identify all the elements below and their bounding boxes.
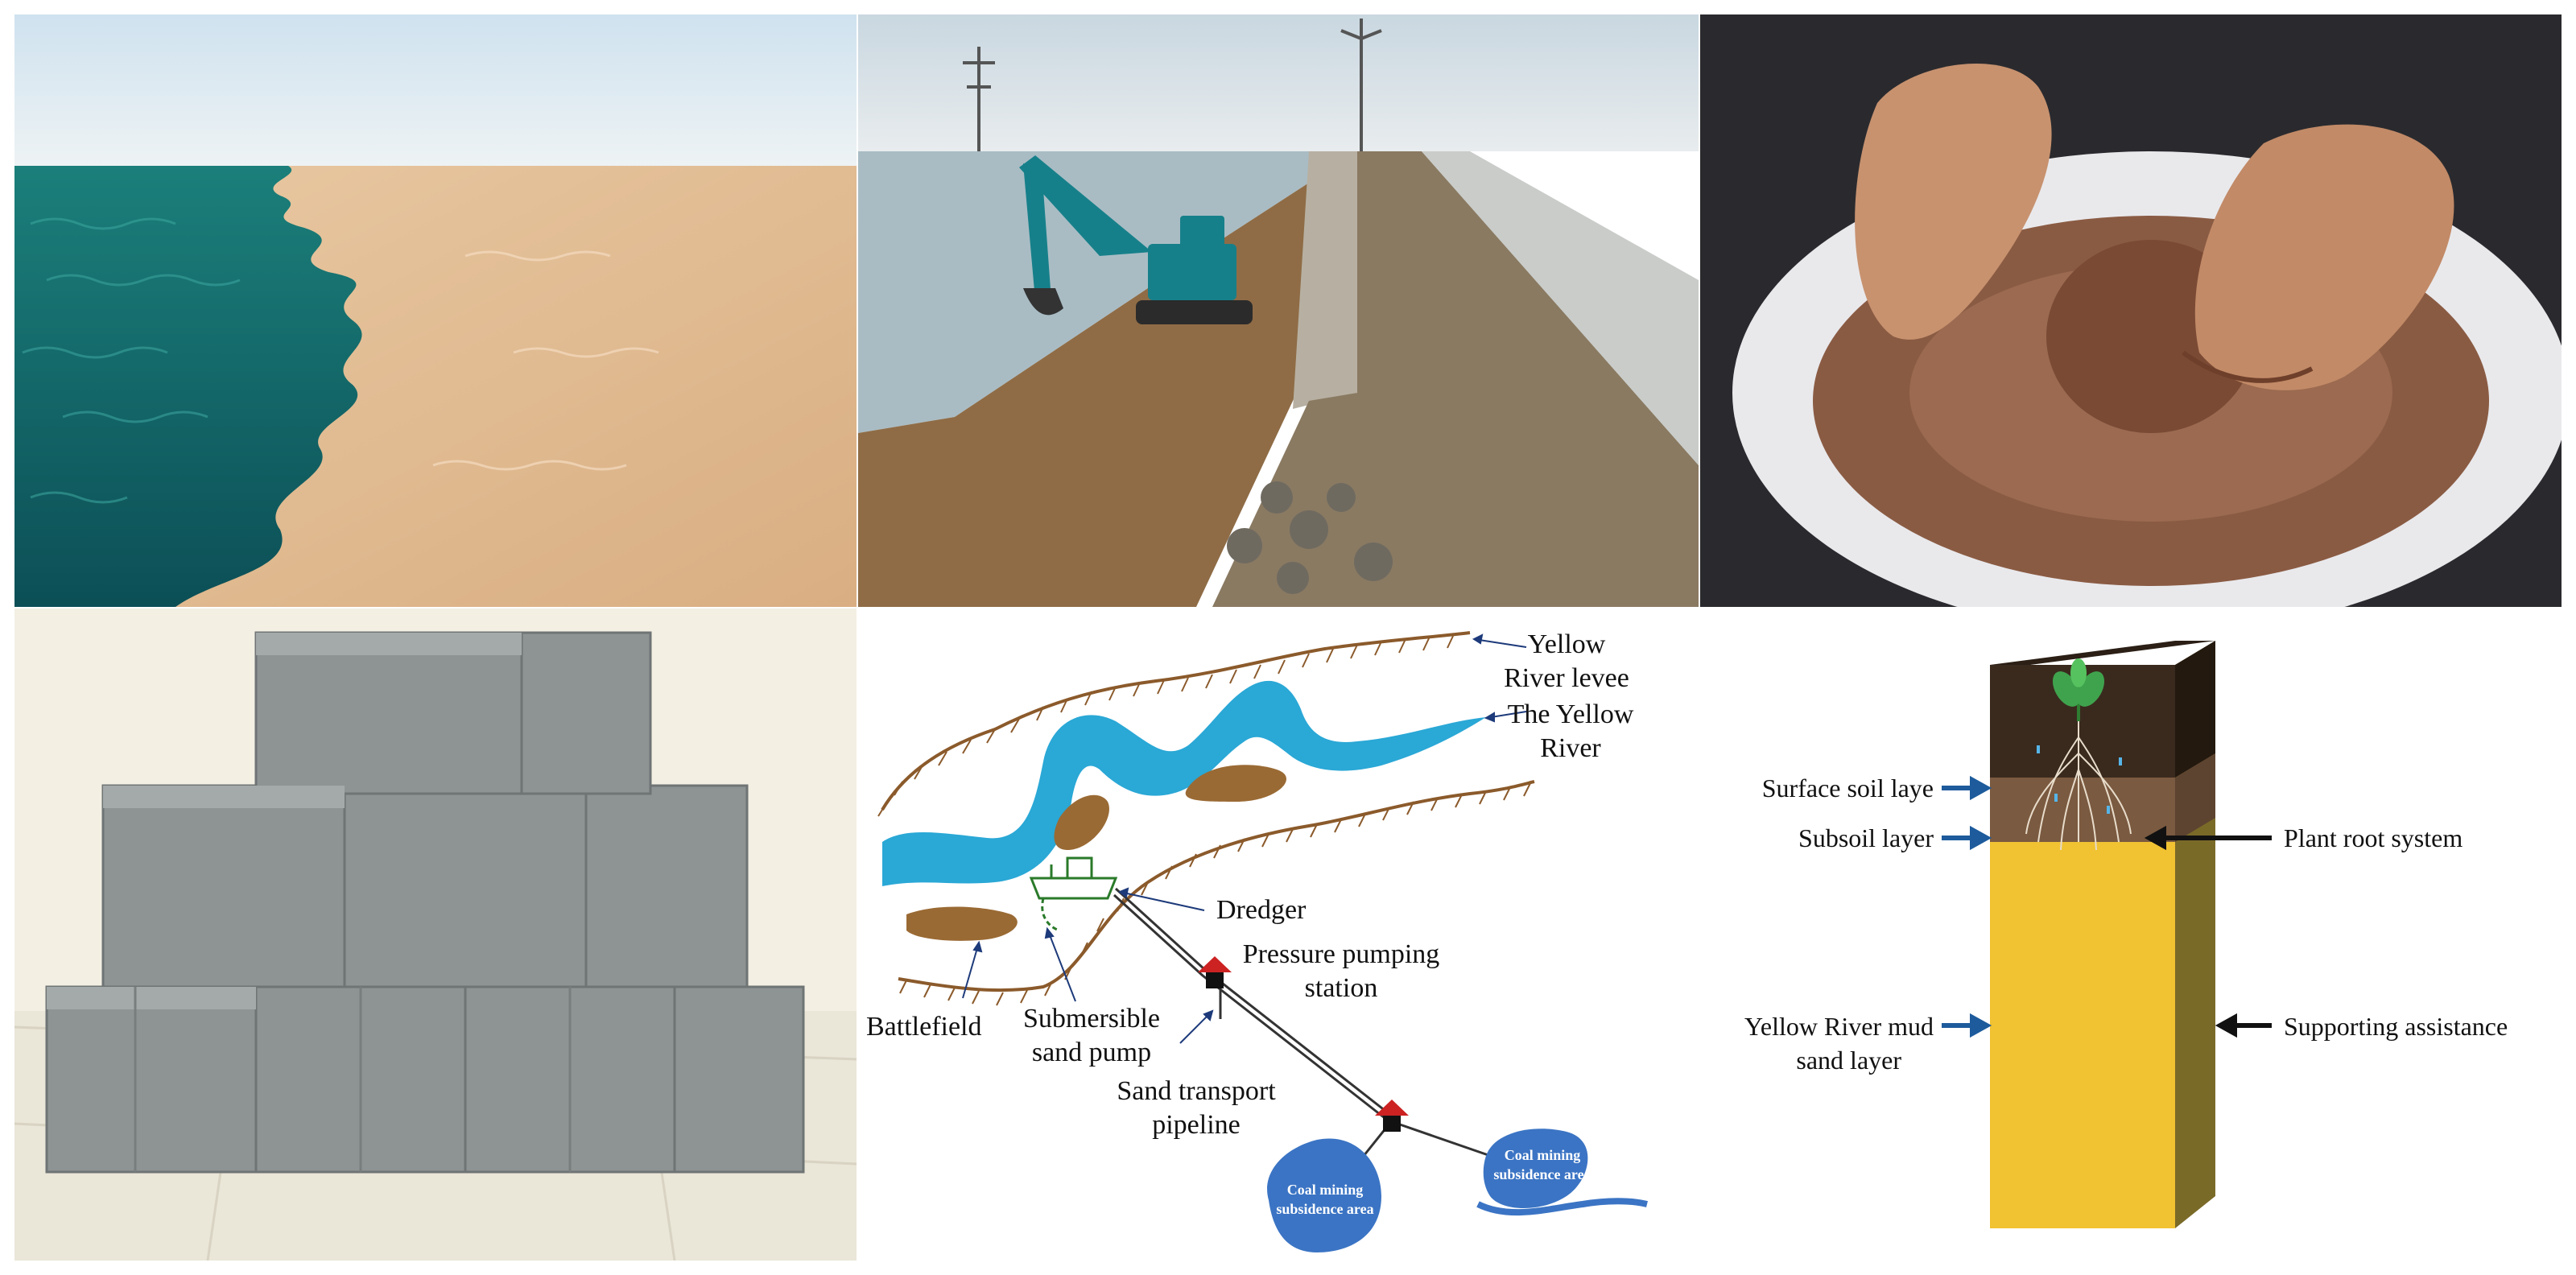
river-shape — [882, 680, 1486, 886]
label-surface-layer: Surface soil laye — [1762, 774, 1934, 803]
soil-top-face — [1990, 641, 2215, 665]
label-levee-2: River levee — [1504, 663, 1629, 693]
label-dredger: Dredger — [1216, 895, 1307, 925]
battlefield-area — [906, 906, 1018, 941]
label-pipeline-1: Sand transport — [1117, 1076, 1276, 1106]
soil-profile-diagram: Surface soil laye Subsoil layer Yellow R… — [1700, 609, 2562, 1261]
pottery-photo — [1700, 14, 2562, 607]
pump-station-1 — [1198, 956, 1232, 988]
plant-icon — [2052, 658, 2105, 721]
label-battlefield: Battlefield — [866, 1012, 982, 1042]
root-system — [2025, 721, 2132, 851]
label-support: Supporting assistance — [2284, 1012, 2508, 1041]
label-river-2: River — [1540, 733, 1601, 763]
soil-sand-layer — [1990, 842, 2175, 1228]
pump-station-2 — [1375, 1100, 1409, 1132]
label-subsidence-left-2: subsidence area — [1276, 1201, 1373, 1217]
estuary-photo — [14, 14, 857, 607]
label-pump-station-2: station — [1305, 973, 1378, 1003]
label-levee-1: Yellow — [1528, 629, 1606, 659]
label-subsidence-right-1: Coal mining — [1505, 1147, 1581, 1163]
levee-lower-line — [898, 780, 1535, 992]
levee-construction-photo — [858, 14, 1699, 607]
label-mud-layer-1: Yellow River mud — [1744, 1012, 1934, 1041]
arrow-mud — [1942, 1013, 1992, 1038]
sediment-island-2 — [1054, 794, 1109, 850]
soil-subsoil-layer — [1990, 778, 2175, 842]
arrow-subsoil — [1942, 825, 1992, 851]
levee-upper-line — [881, 631, 1471, 811]
label-pipeline-2: pipeline — [1152, 1110, 1241, 1140]
arrow-surface — [1942, 775, 1992, 801]
arrow-root — [2144, 825, 2272, 851]
dredging-diagram: Yellow River levee The Yellow River Dred… — [858, 609, 1699, 1261]
bricks-photo — [14, 609, 857, 1261]
arrow-support — [2215, 1013, 2272, 1038]
label-subsidence-left-1: Coal mining — [1287, 1182, 1364, 1198]
sediment-island-1 — [1185, 765, 1286, 802]
subsidence-lake-right — [1483, 1129, 1588, 1208]
label-river-1: The Yellow — [1508, 699, 1634, 729]
label-subsidence-right-2: subsidence area — [1493, 1166, 1591, 1182]
dredger-ship — [1029, 856, 1118, 932]
label-subsoil-layer: Subsoil layer — [1798, 823, 1934, 852]
label-sand-pump-2: sand pump — [1032, 1038, 1151, 1067]
subsidence-lake-left — [1267, 1138, 1381, 1252]
label-sand-pump-1: Submersible — [1023, 1004, 1160, 1034]
label-pump-station-1: Pressure pumping — [1243, 939, 1440, 969]
label-root-system: Plant root system — [2284, 823, 2462, 852]
label-mud-layer-2: sand layer — [1796, 1046, 1901, 1075]
